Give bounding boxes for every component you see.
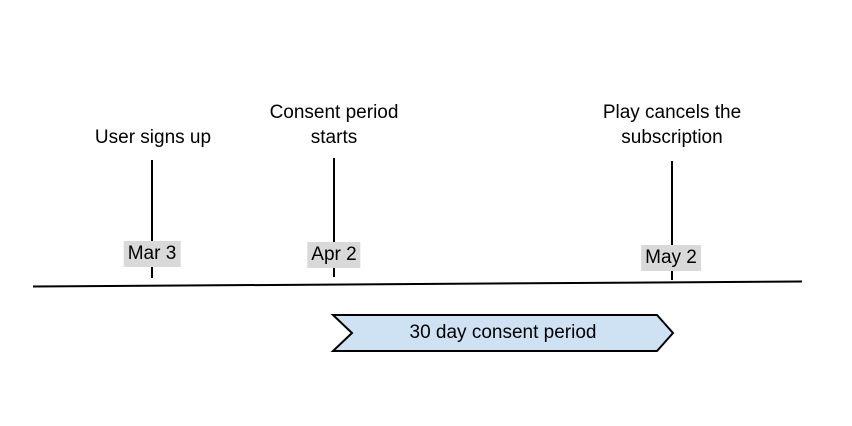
timeline-axis-line [32, 280, 803, 288]
event-tick-mar-3 [151, 160, 153, 278]
event-label-play-cancels-subscription: Play cancels the subscription [602, 102, 742, 148]
event-label-consent-period-starts: Consent period starts [269, 102, 399, 148]
event-label-user-signs-up: User signs up [94, 127, 212, 148]
date-chip-apr-2: Apr 2 [307, 242, 361, 268]
consent-period-ribbon-shape [330, 314, 675, 352]
date-chip-mar-3: Mar 3 [123, 241, 181, 267]
date-chip-may-2: May 2 [641, 245, 701, 271]
consent-period-ribbon-label: 30 day consent period [409, 322, 597, 343]
event-tick-may-2 [671, 161, 673, 280]
event-tick-apr-2 [333, 158, 335, 277]
